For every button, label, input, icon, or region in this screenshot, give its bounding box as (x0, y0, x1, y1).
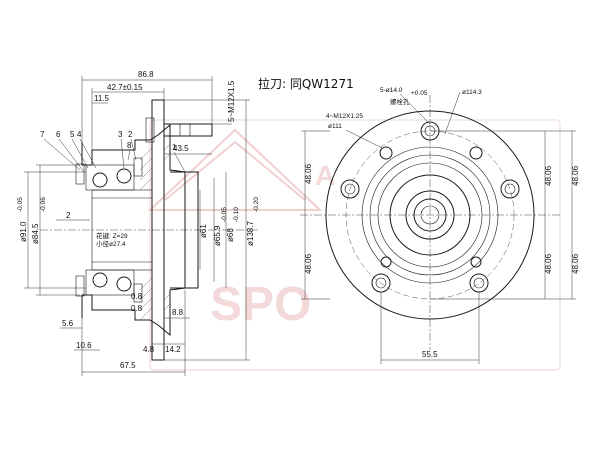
dim-4-8: 4.8 (143, 345, 155, 354)
dim-d65-tol: -0.05 (221, 207, 228, 222)
watermark-text-top: A (315, 160, 335, 191)
side-section-view: 86.8 42.7±0.15 11.5 5~M12X1.5 7 6 5 4 3 … (17, 70, 260, 376)
watermark-logo: SPO A (147, 119, 561, 371)
dim-d61: ø61 (199, 224, 208, 238)
bolt-hole-5 (340, 179, 360, 199)
balloon-3: 3 (118, 130, 123, 139)
dim-right-bottom: 48.06 (571, 253, 580, 274)
threaded-hole-2 (469, 146, 483, 160)
dim-0-8-b: 0.8 (131, 304, 143, 313)
balloon-8: 8 (127, 141, 132, 150)
hub-profile-top (81, 123, 186, 230)
dim-67-5: 67.5 (120, 361, 136, 370)
flange-outer (325, 110, 535, 320)
dim-d68-tol: -0.10 (233, 207, 240, 222)
dim-0-8-a: 0.8 (131, 292, 143, 301)
dim-d65: ø65.9 (213, 225, 222, 246)
dim-right-bottom-inner: 48.06 (544, 253, 553, 274)
front-view: 5-ø14.0 +0.05 螺栓孔 ø114.3 4~M12X1.25 ø111… (300, 87, 580, 364)
dim-d91: ø91.0 (19, 221, 28, 242)
spline-note-2: 小径ø27.4 (96, 239, 126, 248)
hub-pcd-ring (361, 146, 499, 284)
center-bore-outer (405, 190, 455, 240)
bolt-hole-2 (500, 179, 520, 199)
dim-overall: 86.8 (138, 70, 154, 79)
dim-flange-offset: 42.7±0.15 (107, 83, 143, 92)
dim-43-5: 43.5 (173, 144, 189, 153)
bolt-holes (340, 121, 520, 293)
dim-left-bottom: 48.06 (304, 253, 313, 274)
stud-head (145, 117, 155, 143)
threaded-hole-3 (470, 256, 482, 268)
dim-bottom-55-5: 55.5 (422, 350, 438, 359)
hub-ring-2 (369, 154, 491, 276)
balloon-1: 1 (172, 143, 177, 152)
dim-14-2: 14.2 (165, 345, 181, 354)
bearing-ball-top-1 (92, 172, 108, 188)
pcd-small-label: ø111 (328, 123, 342, 130)
bolt-hole-3 (469, 273, 489, 293)
dim-right-top-inner: 48.06 (544, 165, 553, 186)
pilot-ring (389, 174, 471, 256)
header-note: 拉刀: 同QW1271 (258, 76, 354, 91)
hole-sub: 螺栓孔 (390, 97, 410, 106)
threaded-hole-1 (379, 146, 393, 160)
bearing-ball-bottom-2 (116, 276, 132, 292)
dim-stud-thread: 5~M12X1.5 (227, 80, 236, 122)
hatching (139, 143, 171, 321)
wheel-stud (163, 123, 213, 137)
dim-5-6: 5.6 (62, 319, 74, 328)
dim-d138-tol: -0.20 (253, 197, 260, 212)
balloon-2: 2 (128, 130, 133, 139)
dim-8-8: 8.8 (172, 308, 184, 317)
hole-note-tol: +0.05 (411, 90, 428, 97)
balloon-7: 7 (40, 130, 45, 139)
center-bore-inner (413, 198, 447, 232)
bearing-ball-bottom-1 (92, 272, 108, 288)
hub-ring-3 (377, 162, 483, 268)
pcd-label: ø114.3 (462, 89, 482, 96)
section-marker: 2 (66, 211, 71, 220)
dim-d84-tol: -0.06 (40, 197, 47, 212)
dim-left-top: 48.06 (304, 163, 313, 184)
watermark-text-bottom: SPO (210, 278, 311, 331)
dim-d84: ø84.5 (31, 223, 40, 244)
dim-right-top: 48.06 (571, 165, 580, 186)
dim-d68: ø68 (226, 228, 235, 242)
thread-holes-label: 4~M12X1.25 (326, 113, 363, 120)
dim-d138: ø138.7 (246, 221, 255, 246)
bearing-ball-top-2 (116, 168, 132, 184)
pilot-bore (170, 171, 199, 289)
threaded-hole-4 (380, 256, 392, 268)
spline-note-1: 花键: Z=29 (96, 231, 128, 240)
threaded-holes (379, 146, 483, 268)
dim-inner: 11.5 (94, 94, 110, 103)
dim-d91-tol: -0.05 (17, 197, 24, 212)
hole-note: 5-ø14.0 (380, 87, 403, 94)
dim-10-6: 10.6 (76, 341, 92, 350)
balloon-4: 4 (77, 130, 82, 139)
balloon-6: 6 (56, 130, 61, 139)
center-spline (420, 205, 440, 225)
balloon-5: 5 (70, 130, 75, 139)
